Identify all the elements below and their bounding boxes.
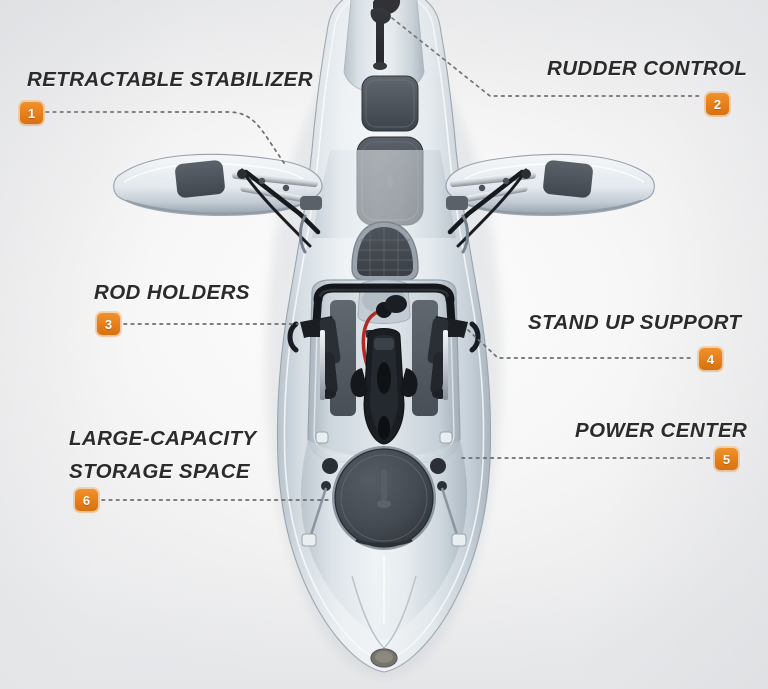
callout-label-2: RUDDER CONTROL: [547, 57, 748, 80]
left-outrigger: [113, 153, 323, 248]
rudder-assembly: [370, 0, 401, 70]
right-outrigger: [445, 153, 655, 248]
callout-label-6-line-1: LARGE-CAPACITY: [69, 427, 257, 450]
callout-badge-1[interactable]: 1: [20, 102, 43, 124]
bow-hatch: [332, 446, 436, 550]
leader-lines: [45, 17, 711, 501]
leader-line-2: [391, 17, 701, 97]
callout-badge-5[interactable]: 5: [715, 448, 738, 470]
callout-label-6-line-2: STORAGE SPACE: [69, 460, 251, 483]
callout-badge-2[interactable]: 2: [706, 93, 729, 115]
callout-label-5: POWER CENTER: [575, 419, 748, 442]
callout-badge-3[interactable]: 3: [97, 313, 120, 335]
callout-label-3: ROD HOLDERS: [94, 281, 250, 304]
pedal-drive: [350, 328, 418, 445]
callout-badge-4[interactable]: 4: [699, 348, 722, 370]
callout-label-4: STAND UP SUPPORT: [528, 311, 742, 334]
callout-badge-6[interactable]: 6: [75, 489, 98, 511]
leader-line-1: [45, 111, 287, 167]
leader-line-4: [467, 329, 695, 359]
callout-label-6: LARGE-CAPACITY STORAGE SPACE: [69, 422, 256, 488]
callout-label-1: RETRACTABLE STABILIZER: [27, 68, 313, 91]
rod-holders: [287, 316, 481, 400]
